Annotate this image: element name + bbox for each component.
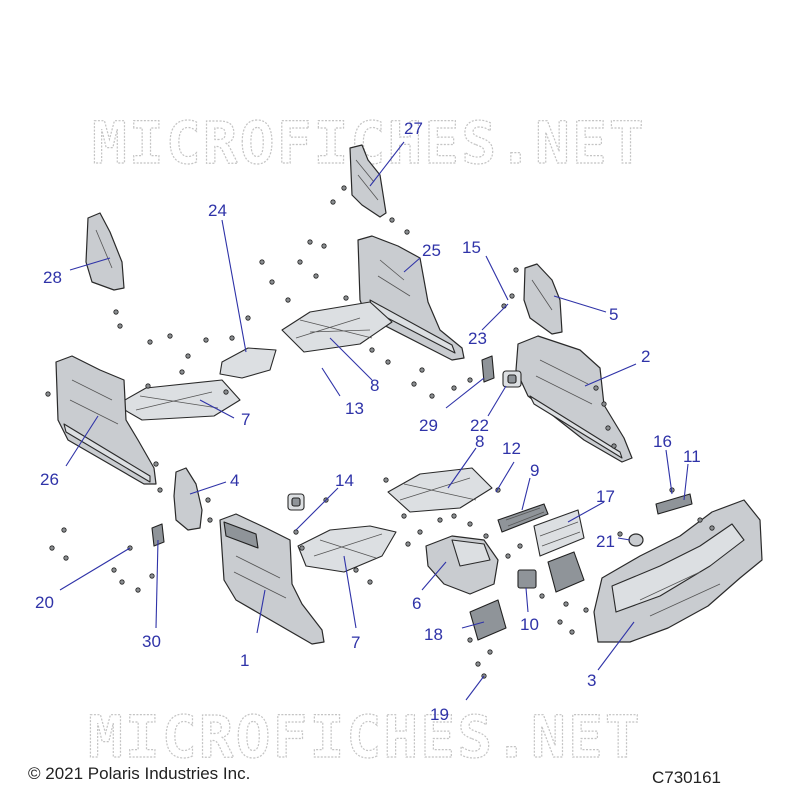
copyright-notice: © 2021 Polaris Industries Inc. [28,764,250,783]
callout-20: 20 [35,593,54,612]
part-26-left-side-panel [55,355,157,485]
part-1-lower-left-side-panel [219,513,325,645]
callout-6: 6 [412,594,421,613]
part-12-vent-grille [497,503,549,533]
callout-27: 27 [404,119,423,138]
callout-21: 21 [596,532,615,551]
part-22-grommet [502,370,522,388]
part-2-right-side-panel [515,335,633,463]
part-7-upper-floor-mat [115,379,241,421]
part-9-grille [547,551,585,593]
part-10-small-grille [517,569,537,589]
part-27-rear-upper-panel [349,144,387,218]
callout-23: 23 [468,329,487,348]
watermark-bottom: MICROFICHES.NET [88,703,642,771]
part-4-left-mid-panel [173,467,203,531]
callout-11: 11 [683,447,701,466]
callout-4: 4 [230,471,239,490]
part-8-lower-floor-mat [387,467,493,513]
callout-22: 22 [470,416,489,435]
callout-12: 12 [502,439,521,458]
part-18-grille [469,599,507,641]
fastener-set [45,185,715,679]
diagram-code: C730161 [652,768,721,787]
part-8-upper-floor-mat [281,301,393,353]
part-21-cap [628,533,644,547]
part-28-left-upper-panel [85,212,125,291]
part-7-lower-floor-mat [297,525,397,573]
callout-15: 15 [462,238,481,257]
part-3-rear-floor-tub [593,499,763,643]
callout-1: 1 [240,651,249,670]
callout-30: 30 [142,632,161,651]
callout-2: 2 [641,347,650,366]
callout-18: 18 [424,625,443,644]
part-5-right-upper-panel [523,263,563,335]
part-14-grommet [287,493,305,511]
callout-labels: 1 2 3 4 5 6 7 7 8 8 9 10 11 12 13 14 15 … [35,119,701,724]
part-25-console-side-panel [357,235,465,361]
callout-25: 25 [422,241,441,260]
callout-8-upper: 8 [370,376,379,395]
callout-17: 17 [596,487,615,506]
callout-24: 24 [208,201,227,220]
callout-9: 9 [530,461,539,480]
part-17-panel-insert [533,509,585,557]
leader-lines [59,141,689,701]
callout-28: 28 [43,268,62,287]
callout-10: 10 [520,615,539,634]
callout-26: 26 [40,470,59,489]
callout-8-lower: 8 [475,432,484,451]
part-24-small-floor-panel [219,347,277,379]
callout-14: 14 [335,471,354,490]
callout-19: 19 [430,705,449,724]
part-6-console-base [425,535,499,595]
callout-29: 29 [419,416,438,435]
callout-7-upper: 7 [241,410,250,429]
part-30-clip [151,523,165,547]
part-11-vent [655,493,693,515]
part-29-bracket [481,355,495,383]
callout-3: 3 [587,671,596,690]
callout-5: 5 [609,305,618,324]
callout-13: 13 [345,399,364,418]
callout-16: 16 [653,432,672,451]
callout-7-lower: 7 [351,633,360,652]
